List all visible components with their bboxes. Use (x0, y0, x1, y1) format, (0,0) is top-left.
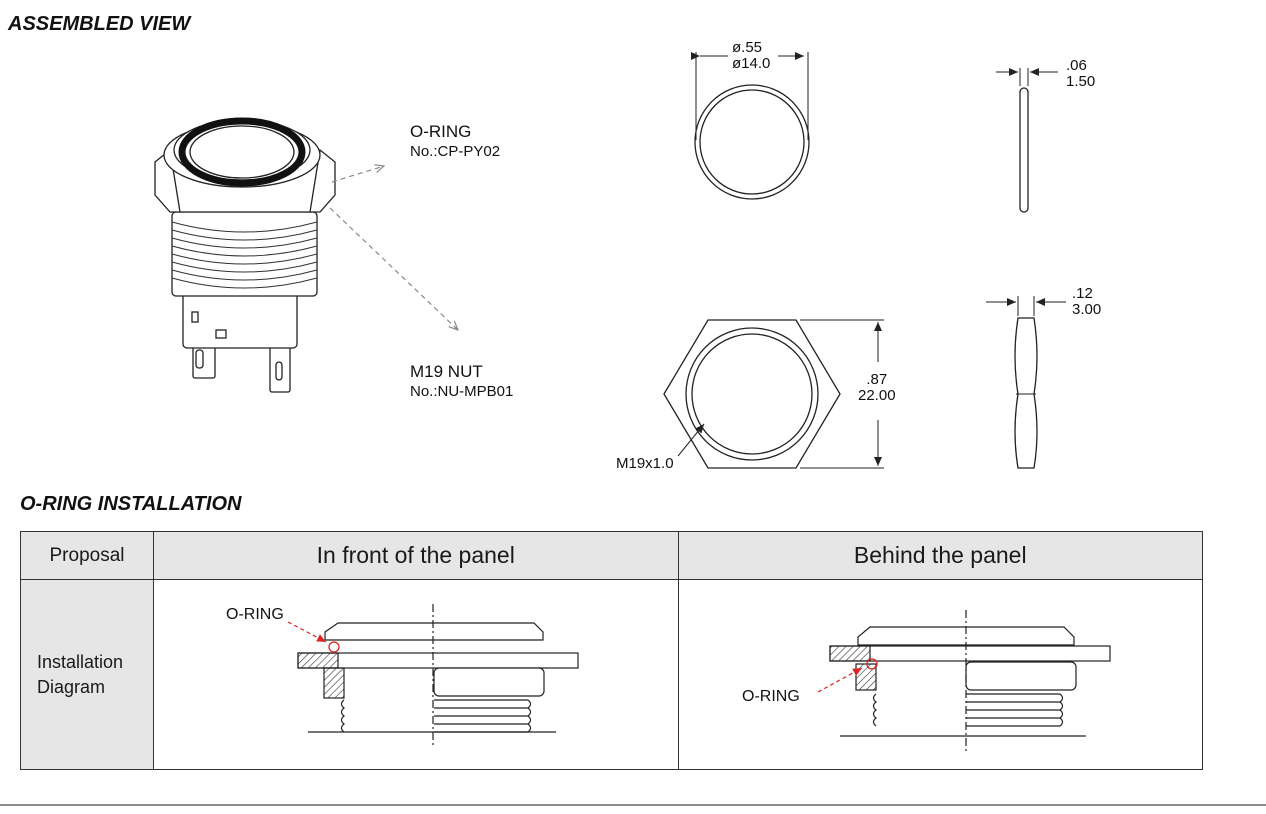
oring-front-view (691, 52, 810, 200)
oring-side-view (996, 68, 1058, 213)
row-label-line2: Diagram (37, 676, 106, 697)
behind-oring-label: O-RING (742, 688, 800, 705)
oring-label: O-RING No.:CP-PY02 (410, 122, 500, 162)
nut-name: M19 NUT (410, 362, 483, 381)
push-button-switch (154, 117, 336, 393)
oring-thickness-dim: .06 1.50 (1066, 58, 1095, 90)
behind-panel-cell (677, 579, 1203, 770)
header-behind-panel: Behind the panel (677, 531, 1203, 580)
oring-diameter-in: ø.55 (732, 39, 763, 56)
row-label-line1: Installation (37, 651, 124, 672)
front-oring-label: O-RING (226, 606, 284, 623)
oring-diameter-dim: ø.55 ø14.0 (732, 40, 770, 72)
oring-leader-arrow (331, 166, 384, 183)
nut-front-view (663, 319, 884, 469)
assembled-view-title: ASSEMBLED VIEW (8, 13, 191, 35)
installation-table: Proposal In front of the panel Behind th… (20, 531, 1203, 770)
oring-thickness-in: .06 (1066, 57, 1087, 74)
nut-thickness-in: .12 (1072, 285, 1093, 302)
row-label-installation: Installation Diagram (20, 579, 154, 770)
nut-across-dim: .87 22.00 (858, 372, 896, 404)
nut-number: No.:NU-MPB01 (410, 383, 514, 400)
nut-side-view (986, 296, 1066, 469)
oring-name: O-RING (410, 122, 472, 141)
nut-thread-dim: M19x1.0 (616, 455, 674, 472)
nut-thickness-mm: 3.00 (1072, 301, 1102, 318)
header-front-panel: In front of the panel (153, 531, 679, 580)
nut-thickness-dim: .12 3.00 (1072, 286, 1101, 318)
oring-thickness-mm: 1.50 (1066, 73, 1096, 90)
nut-across-in: .87 (866, 371, 888, 388)
oring-number: No.:CP-PY02 (410, 143, 501, 160)
oring-on-switch (178, 117, 306, 187)
oring-installation-title: O-RING INSTALLATION (20, 493, 242, 515)
nut-label: M19 NUT No.:NU-MPB01 (410, 362, 513, 402)
assembled-view-drawing (154, 52, 1066, 469)
front-panel-cell (153, 579, 679, 770)
header-proposal: Proposal (20, 531, 154, 580)
oring-diameter-mm: ø14.0 (732, 55, 771, 72)
nut-across-mm: 22.00 (858, 387, 896, 404)
nut-leader-arrow (329, 207, 458, 330)
footer-divider (0, 804, 1266, 806)
